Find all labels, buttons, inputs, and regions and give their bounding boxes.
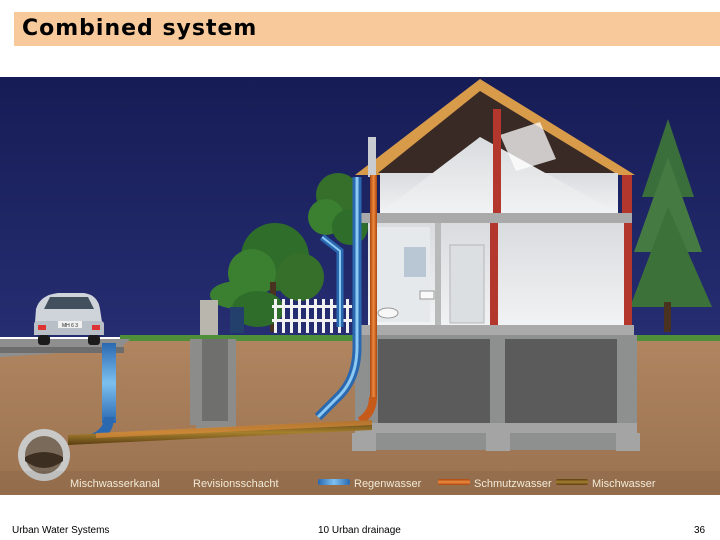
- footer-page-number: 36: [694, 525, 706, 536]
- car: MH 6 3: [34, 293, 104, 345]
- label-combined-sewer: Mischwasserkanal: [70, 478, 160, 490]
- legend-rainwater: Regenwasser: [354, 478, 422, 490]
- title-bar: Combined system: [14, 12, 720, 46]
- label-inspection-chamber: Revisionsschacht: [193, 478, 279, 490]
- combined-sewer: [18, 429, 70, 481]
- floor-slab: [358, 325, 634, 335]
- door: [449, 244, 485, 324]
- footer-chapter: 10 Urban drainage: [318, 525, 401, 536]
- legend-wastewater: Schmutzwasser: [474, 478, 552, 490]
- wc: [377, 307, 399, 319]
- vent-pipe: [368, 137, 376, 177]
- basement-room-right: [505, 339, 617, 425]
- legend-mixed-water: Mischwasser: [592, 478, 656, 490]
- combined-system-illustration: MH 6 3: [0, 77, 720, 495]
- legend-swatch-rainwater: [318, 479, 350, 485]
- street-inlet: [102, 343, 116, 423]
- car-plate: MH 6 3: [62, 323, 78, 329]
- legend-swatch-wastewater: [438, 479, 470, 485]
- tree-left: [228, 223, 324, 332]
- inspection-chamber: [190, 339, 236, 431]
- wastewater-stack: [370, 175, 377, 400]
- bin: [230, 307, 244, 333]
- ceiling-slab: [360, 213, 632, 223]
- hedge: [210, 281, 284, 327]
- basement-room-left: [378, 339, 490, 425]
- legend-strip: [0, 471, 720, 495]
- tree-right: [630, 119, 712, 332]
- gate-pillar: [200, 300, 218, 340]
- legend-swatch-mixed: [556, 479, 588, 485]
- slide-title: Combined system: [22, 16, 258, 41]
- footer-course: Urban Water Systems: [12, 525, 110, 536]
